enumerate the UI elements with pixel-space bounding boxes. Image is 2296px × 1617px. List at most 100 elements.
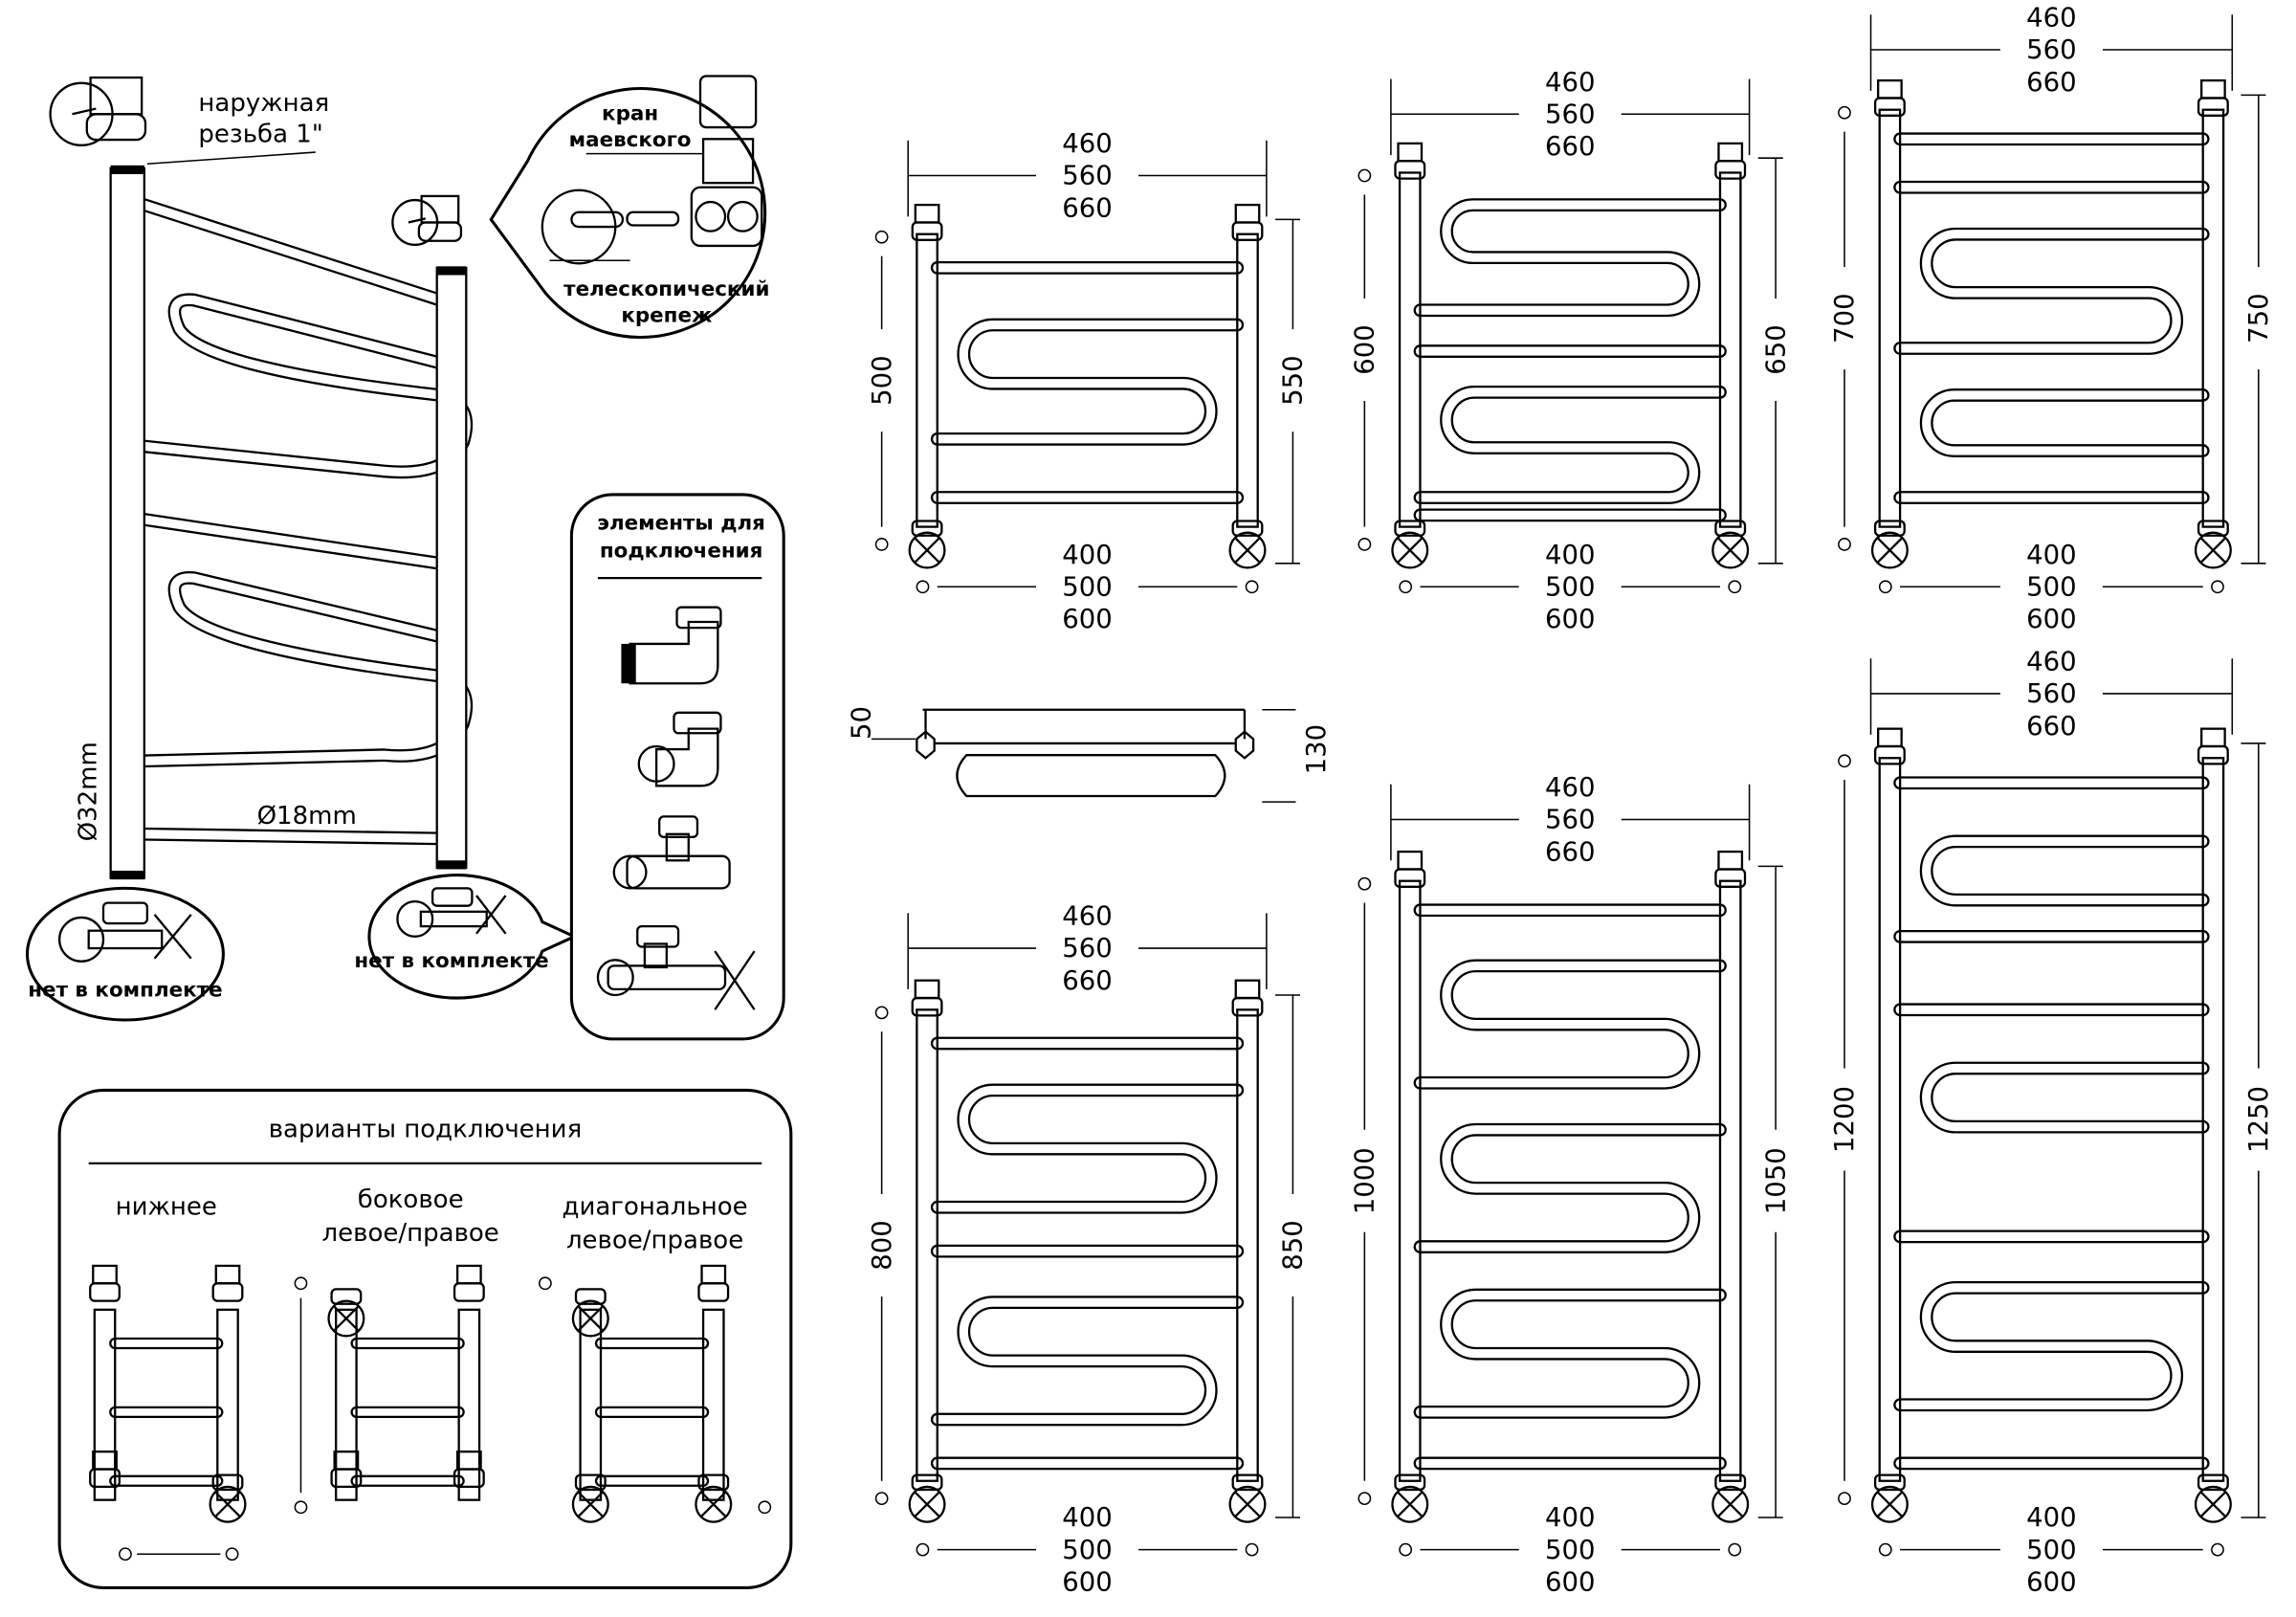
thread-band (436, 266, 467, 276)
fitting-cap-icon (1877, 727, 1903, 748)
pipe-bar-diameter: Ø18mm (257, 802, 357, 831)
fitting-nut-icon (697, 1282, 730, 1302)
fitting-cap-icon (1877, 78, 1903, 100)
fitting-nut-icon (89, 1468, 121, 1489)
vertical-pipe (1878, 108, 1902, 528)
width-dim-label: 460 (1545, 67, 1596, 98)
vertical-pipe (916, 233, 938, 528)
width-dim-label: 560 (2026, 34, 2077, 65)
height-left-dim: 500 (867, 355, 897, 406)
cross-valve-icon (209, 1485, 247, 1523)
variant-diagrams (89, 1264, 772, 1562)
cross-valve-icon (1391, 531, 1429, 569)
fitting-nut-icon (1873, 744, 1906, 765)
cross-valve-icon (596, 924, 756, 1010)
tube-outline (1919, 834, 2210, 907)
fitting-nut-icon (1231, 221, 1264, 241)
variant-diagonal-label-1: диагональное (563, 1192, 748, 1221)
fitting-cap-icon (2200, 78, 2226, 100)
fitting-nut-icon (1231, 1473, 1264, 1492)
vertical-pipe (579, 1308, 603, 1501)
fitting-nut-icon (1714, 160, 1747, 180)
cross-valve-icon (1870, 1485, 1909, 1523)
fitting-cap-icon (914, 203, 940, 224)
connection-point-marker (1838, 538, 1851, 551)
telescopic-label-2: крепеж (621, 303, 712, 327)
fitting-cap-icon (1397, 142, 1424, 163)
width-dim-label: 660 (1545, 836, 1596, 867)
connection-point-marker (1728, 580, 1742, 594)
fitting-nut-icon (453, 1468, 485, 1489)
connection-point-marker (874, 1006, 889, 1020)
tube-fill (1415, 1125, 1725, 1252)
connection-point-marker (2211, 580, 2224, 594)
vertical-pipe (93, 1308, 117, 1501)
width-dim-label: 560 (1545, 805, 1596, 835)
width-dim-label: 560 (1545, 99, 1596, 129)
center-dim-label: 600 (1062, 1566, 1113, 1597)
connection-point-marker (1838, 1492, 1851, 1505)
variant-bottom-label: нижнее (116, 1192, 217, 1221)
cross-valve-icon (1711, 531, 1750, 569)
fitting-nut-icon (911, 1473, 943, 1492)
connection-point-marker (758, 1500, 772, 1515)
angle-valve-icon (396, 887, 507, 938)
cross-valve-icon (695, 1485, 733, 1523)
fitting-cap-icon (2200, 727, 2226, 748)
connection-point-marker (916, 580, 930, 594)
tube-fill (1895, 230, 2208, 353)
connection-point-marker (119, 1547, 132, 1562)
fitting-nut-icon (89, 1282, 121, 1302)
connection-point-marker (874, 1492, 889, 1505)
connection-point-marker (1245, 580, 1259, 594)
fitting-nut-icon (1231, 996, 1264, 1017)
thread-label-2: резьба 1" (198, 120, 322, 148)
vertical-pipe (457, 1308, 481, 1501)
thread-band (110, 165, 144, 174)
cross-valve-icon (908, 1485, 946, 1523)
fitting-nut-icon (911, 996, 943, 1017)
perspective-rail-diagram (49, 76, 474, 880)
thread-band (110, 871, 144, 880)
side-offset-dim: 50 (846, 706, 876, 740)
connection-point-marker (874, 230, 889, 244)
fitting-cap-icon (1717, 850, 1744, 871)
vertical-pipe (1878, 757, 1902, 1482)
height-left-dim: 600 (1350, 324, 1380, 375)
fitting-nut-icon (211, 1282, 244, 1302)
connection-point-marker (1838, 754, 1851, 768)
cross-valve-icon (1870, 531, 1909, 569)
main-pipe-right (435, 266, 468, 870)
vertical-pipe (2201, 757, 2225, 1482)
connection-point-marker (2211, 1542, 2224, 1557)
connection-point-marker (1399, 1542, 1413, 1557)
variant-side-label-2: левое/правое (322, 1219, 499, 1248)
connection-point-marker (294, 1500, 308, 1515)
height-left-dim: 1200 (1829, 1086, 1860, 1153)
tube-fill (1415, 200, 1725, 315)
connection-point-marker (1358, 168, 1372, 183)
cross-valve-icon (571, 1299, 609, 1338)
fitting-nut-icon (1873, 97, 1906, 117)
tube-fill (1922, 390, 2208, 455)
height-left-dim: 1000 (1350, 1147, 1380, 1214)
width-dim-label: 460 (1062, 128, 1113, 159)
cross-valve-icon (1228, 531, 1267, 569)
tube-fill (140, 830, 445, 843)
variants-title: варианты подключения (269, 1115, 583, 1143)
wall-mount-valve-icon (391, 194, 463, 247)
vertical-pipe (335, 1308, 358, 1501)
width-dim-label: 460 (1545, 772, 1596, 803)
thread-band (436, 860, 467, 870)
center-dim-label: 400 (2026, 540, 2077, 570)
variant-diagram-1 (89, 1264, 247, 1523)
width-dim-label: 460 (2026, 646, 2077, 676)
elements-title-1: элементы для (597, 512, 765, 536)
width-dim-label: 660 (1062, 965, 1113, 996)
connection-elements-box: элементы для подключения (569, 493, 785, 1041)
center-dim-label: 400 (1545, 540, 1596, 570)
tube-fill (933, 1297, 1242, 1425)
